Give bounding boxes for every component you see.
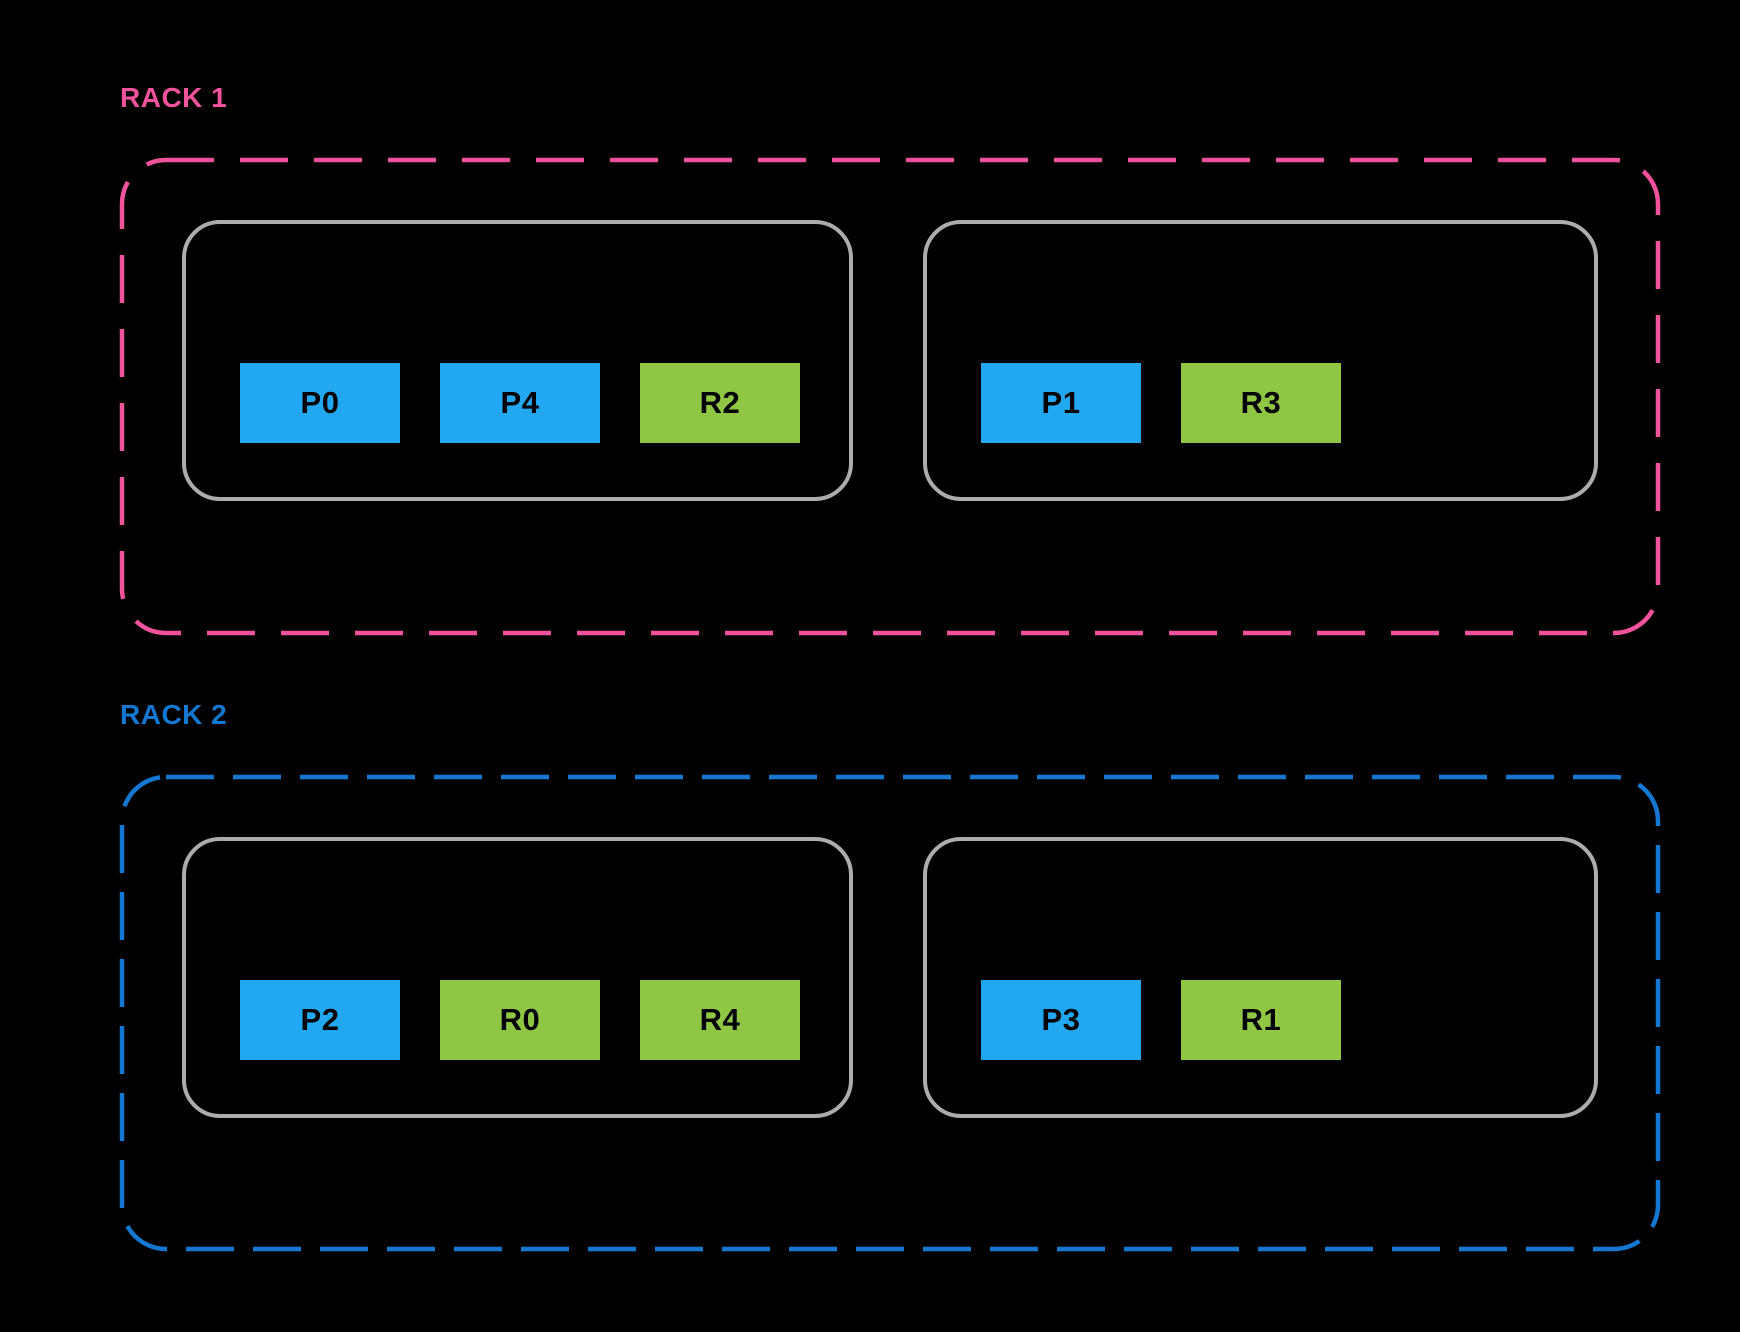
chip-row: P0 P4 R2 <box>240 363 800 443</box>
chip-block: R3 <box>1181 363 1341 443</box>
chip-label: R4 <box>699 1002 741 1037</box>
host-box: P3 R1 <box>923 837 1598 1118</box>
host-box: P1 R3 <box>923 220 1598 501</box>
chip-block: P3 <box>981 980 1141 1060</box>
chip-row: P3 R1 <box>981 980 1341 1060</box>
host-box: P2 R0 R4 <box>182 837 853 1118</box>
rack-1-label: RACK 1 <box>120 82 228 113</box>
chip-block: P4 <box>440 363 600 443</box>
chip-label: P4 <box>500 385 540 420</box>
host-box: P0 P4 R2 <box>182 220 853 501</box>
chip-row: P2 R0 R4 <box>240 980 800 1060</box>
rack-2-label: RACK 2 <box>120 699 228 730</box>
chip-block: R4 <box>640 980 800 1060</box>
chip-row: P1 R3 <box>981 363 1341 443</box>
chip-block: R1 <box>1181 980 1341 1060</box>
chip-label: P3 <box>1041 1002 1081 1037</box>
chip-block: R0 <box>440 980 600 1060</box>
chip-label: P1 <box>1041 385 1081 420</box>
chip-block: P0 <box>240 363 400 443</box>
chip-label: R1 <box>1240 1002 1282 1037</box>
rack-1-dashed-border <box>119 157 1661 636</box>
chip-label: R2 <box>699 385 741 420</box>
chip-label: R0 <box>499 1002 541 1037</box>
chip-label: P0 <box>300 385 340 420</box>
chip-block: P2 <box>240 980 400 1060</box>
chip-label: P2 <box>300 1002 340 1037</box>
chip-label: R3 <box>1240 385 1282 420</box>
chip-block: R2 <box>640 363 800 443</box>
chip-block: P1 <box>981 363 1141 443</box>
rack-2-dashed-border <box>119 774 1661 1252</box>
